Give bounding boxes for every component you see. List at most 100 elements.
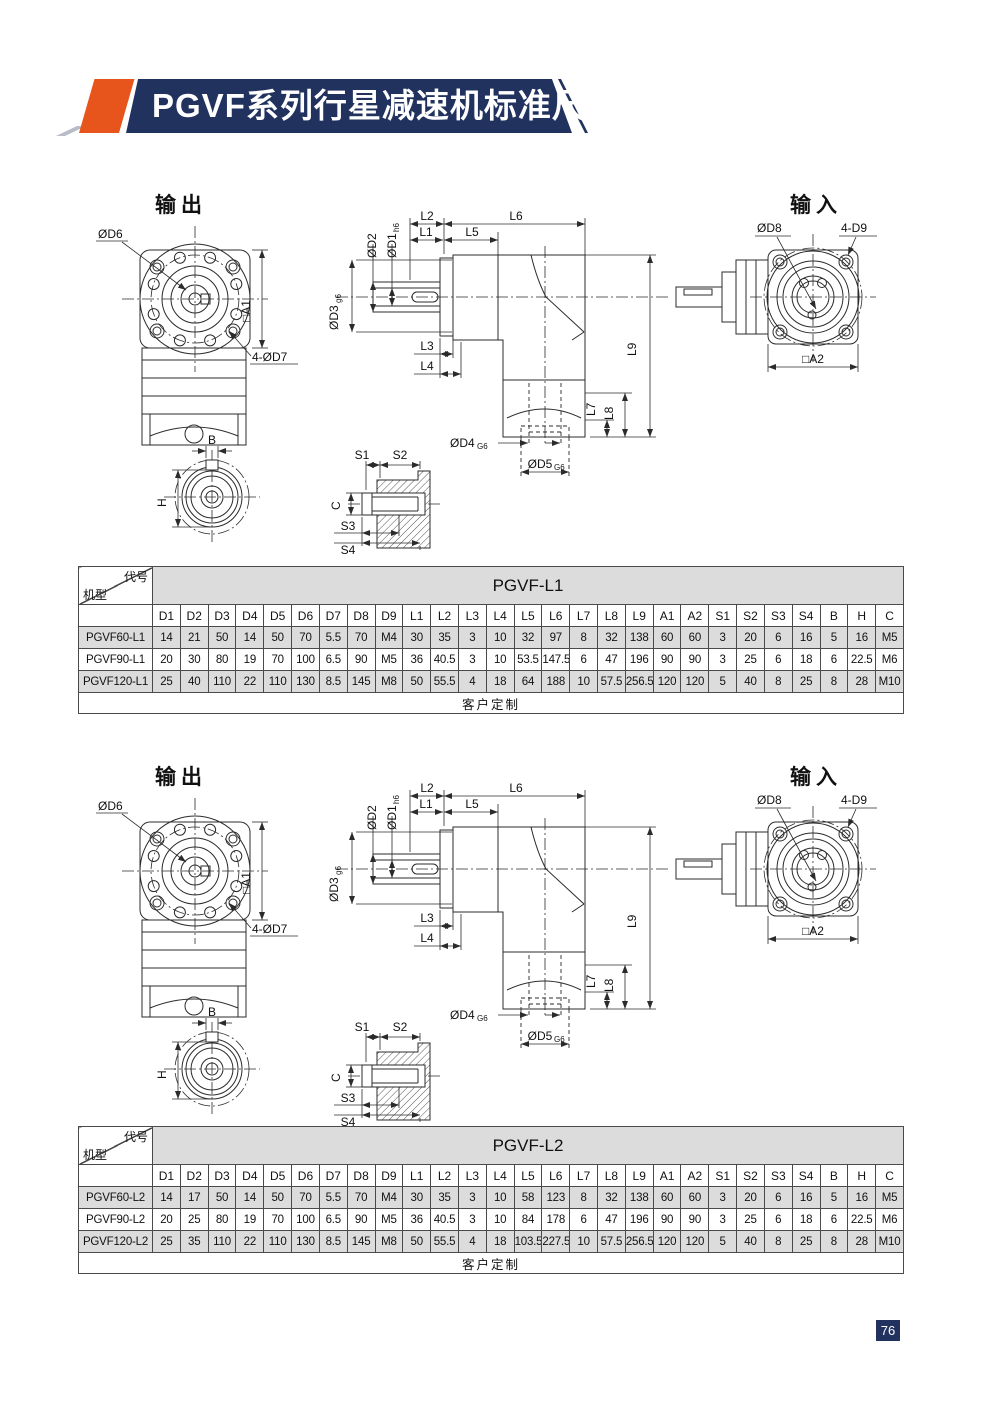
value-cell: 50 [207,1186,237,1209]
value-cell: 138 [624,1186,654,1209]
column-header: D2 [179,604,209,627]
value-cell: 57.5 [597,1230,626,1253]
value-cell: 90 [652,1208,682,1231]
value-cell: 40.5 [430,648,459,671]
value-cell: 14 [235,1186,265,1209]
column-header: L5 [513,604,543,627]
column-header: D3 [207,604,237,627]
value-cell: M8 [374,1230,404,1253]
column-header: L8 [597,604,626,627]
value-cell: 35 [430,1186,459,1209]
value-cell: 20 [736,1186,765,1209]
value-cell: 145 [346,670,376,693]
column-header: L8 [597,1164,626,1187]
value-cell: 5 [819,626,849,649]
column-header: A1 [652,604,682,627]
value-cell: 16 [791,626,821,649]
column-header: D8 [346,1164,376,1187]
column-header: L3 [457,1164,487,1187]
column-header: L1 [402,1164,432,1187]
value-cell: 10 [485,1186,515,1209]
column-header: D6 [291,1164,320,1187]
value-cell: 40 [736,1230,765,1253]
footer-cell: 客户定制 [78,692,904,714]
page-title: PGVF系列行星减速机标准尺寸 [152,87,620,124]
value-cell: 55.5 [430,1230,459,1253]
value-cell: 10 [485,648,515,671]
value-cell: 70 [263,1208,293,1231]
value-cell: 60 [652,1186,682,1209]
value-cell: 22.5 [847,648,877,671]
column-header: H [847,604,877,627]
value-cell: M6 [875,1208,904,1231]
value-cell: 64 [513,670,543,693]
column-header: L3 [457,604,487,627]
value-cell: 40 [736,670,765,693]
value-cell: 80 [207,1208,237,1231]
value-cell: 103.5 [513,1230,543,1253]
column-header: A2 [680,1164,710,1187]
value-cell: 5 [819,1186,849,1209]
value-cell: 47 [597,1208,626,1231]
value-cell: 25 [791,1230,821,1253]
value-cell: 18 [791,1208,821,1231]
column-header: S3 [763,604,793,627]
column-header: D9 [374,604,404,627]
value-cell: 6 [763,648,793,671]
value-cell: 130 [291,1230,320,1253]
value-cell: 10 [485,626,515,649]
table-title: PGVF-L2 [152,1126,904,1165]
value-cell: 22.5 [847,1208,877,1231]
value-cell: M6 [875,648,904,671]
table-title: PGVF-L1 [152,566,904,605]
column-header: D6 [291,604,320,627]
value-cell: 90 [652,648,682,671]
column-header: B [819,1164,849,1187]
value-cell: 16 [791,1186,821,1209]
column-header: L6 [541,604,571,627]
corner-cell: 代号机型 [78,566,153,605]
value-cell: 35 [430,626,459,649]
value-cell: 3 [457,1208,487,1231]
value-cell: 90 [346,648,376,671]
value-cell: 70 [346,1186,376,1209]
value-cell: 130 [291,670,320,693]
value-cell: 3 [708,1208,738,1231]
value-cell: 28 [847,670,877,693]
value-cell: M5 [875,626,904,649]
column-header: D5 [263,604,293,627]
value-cell: M4 [374,626,404,649]
value-cell: 58 [513,1186,543,1209]
value-cell: M10 [875,1230,904,1253]
value-cell: 18 [485,1230,515,1253]
column-header: L6 [541,1164,571,1187]
value-cell: 70 [346,626,376,649]
page-number-badge: 76 [876,1320,900,1341]
value-cell: 20 [152,1208,181,1231]
value-cell: 147.5 [541,648,571,671]
value-cell: 30 [402,1186,432,1209]
column-header: L4 [485,1164,515,1187]
column-header: S2 [736,604,765,627]
value-cell: 25 [791,670,821,693]
column-header: D1 [152,1164,181,1187]
value-cell: 35 [179,1230,209,1253]
column-header: L7 [569,1164,598,1187]
value-cell: 50 [402,1230,432,1253]
value-cell: 8.5 [318,1230,348,1253]
value-cell: 138 [624,626,654,649]
value-cell: 14 [152,1186,181,1209]
corner-top-label: 代号 [123,570,148,584]
value-cell: 3 [457,1186,487,1209]
value-cell: 5 [708,670,738,693]
value-cell: M10 [875,670,904,693]
value-cell: 18 [791,648,821,671]
blank-cell [78,604,153,627]
value-cell: 14 [152,626,181,649]
value-cell: 8 [763,1230,793,1253]
value-cell: 5.5 [318,626,348,649]
